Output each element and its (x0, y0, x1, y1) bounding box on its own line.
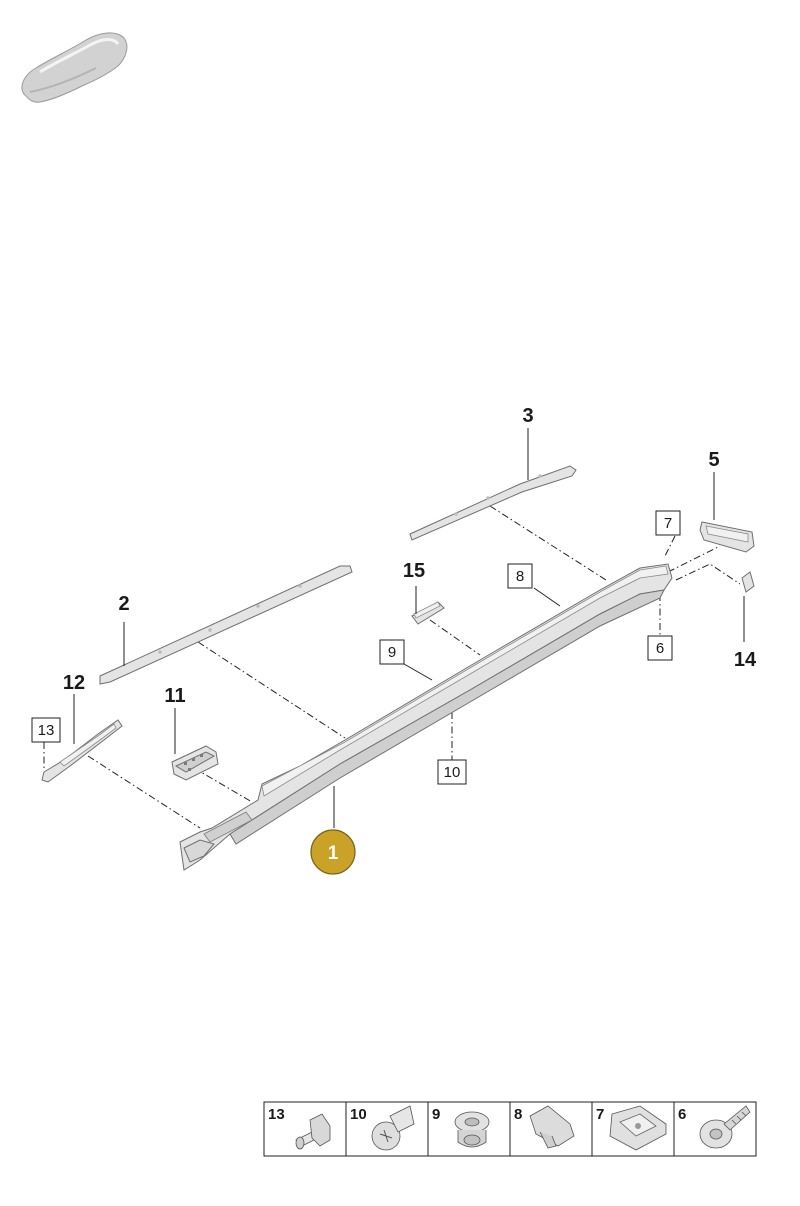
svg-text:13: 13 (38, 722, 55, 739)
grommet-nut-icon (454, 1111, 490, 1148)
callout-12: 12 (63, 672, 85, 694)
svg-text:10: 10 (444, 764, 461, 781)
speed-nut-icon (609, 1105, 667, 1151)
svg-text:8: 8 (516, 568, 524, 585)
callout-5: 5 (708, 449, 719, 471)
boxed-callout-10: 10 (437, 759, 467, 785)
connection-lines (43, 505, 741, 829)
washer-screw-icon (699, 1105, 751, 1149)
boxed-callout-13: 13 (31, 717, 61, 743)
legend-number: 8 (514, 1106, 522, 1123)
svg-text:6: 6 (656, 640, 664, 657)
block-part-15 (411, 601, 445, 625)
legend-number: 13 (268, 1106, 285, 1123)
sill-panel-part-1 (179, 563, 673, 871)
legend-number: 9 (432, 1106, 440, 1123)
callout-2: 2 (118, 593, 129, 615)
svg-text:9: 9 (388, 644, 396, 661)
legend-number: 7 (596, 1106, 604, 1123)
car-silhouette-icon (21, 32, 128, 103)
boxed-callout-6: 6 (647, 635, 673, 661)
callout-3: 3 (522, 405, 533, 427)
clip-screw-icon (371, 1105, 415, 1151)
legend-cell (263, 1101, 347, 1157)
boxed-callout-8: 8 (507, 563, 533, 589)
cap-part-14 (741, 571, 755, 593)
boxed-callout-7: 7 (655, 510, 681, 536)
trim-strip-part-3 (409, 465, 577, 541)
leader-lines (73, 428, 745, 828)
svg-text:1: 1 (328, 843, 339, 864)
callout-1-highlighted: 1 (310, 829, 356, 875)
callout-14: 14 (734, 649, 757, 671)
fastener-legend: 13 10 9 8 7 6 (263, 1101, 757, 1157)
clip-block-part-11 (171, 745, 219, 781)
callout-11: 11 (164, 685, 185, 707)
svg-text:7: 7 (664, 515, 672, 532)
boxed-callout-9: 9 (379, 639, 405, 665)
trim-strip-part-2 (99, 565, 353, 685)
end-bracket-part-5 (699, 521, 755, 553)
legend-number: 6 (678, 1106, 686, 1123)
expanding-rivet-icon (295, 1113, 331, 1150)
callout-15: 15 (403, 560, 425, 582)
front-bracket-part-12 (41, 719, 123, 783)
spring-clip-icon (529, 1105, 575, 1149)
legend-number: 10 (350, 1106, 367, 1123)
